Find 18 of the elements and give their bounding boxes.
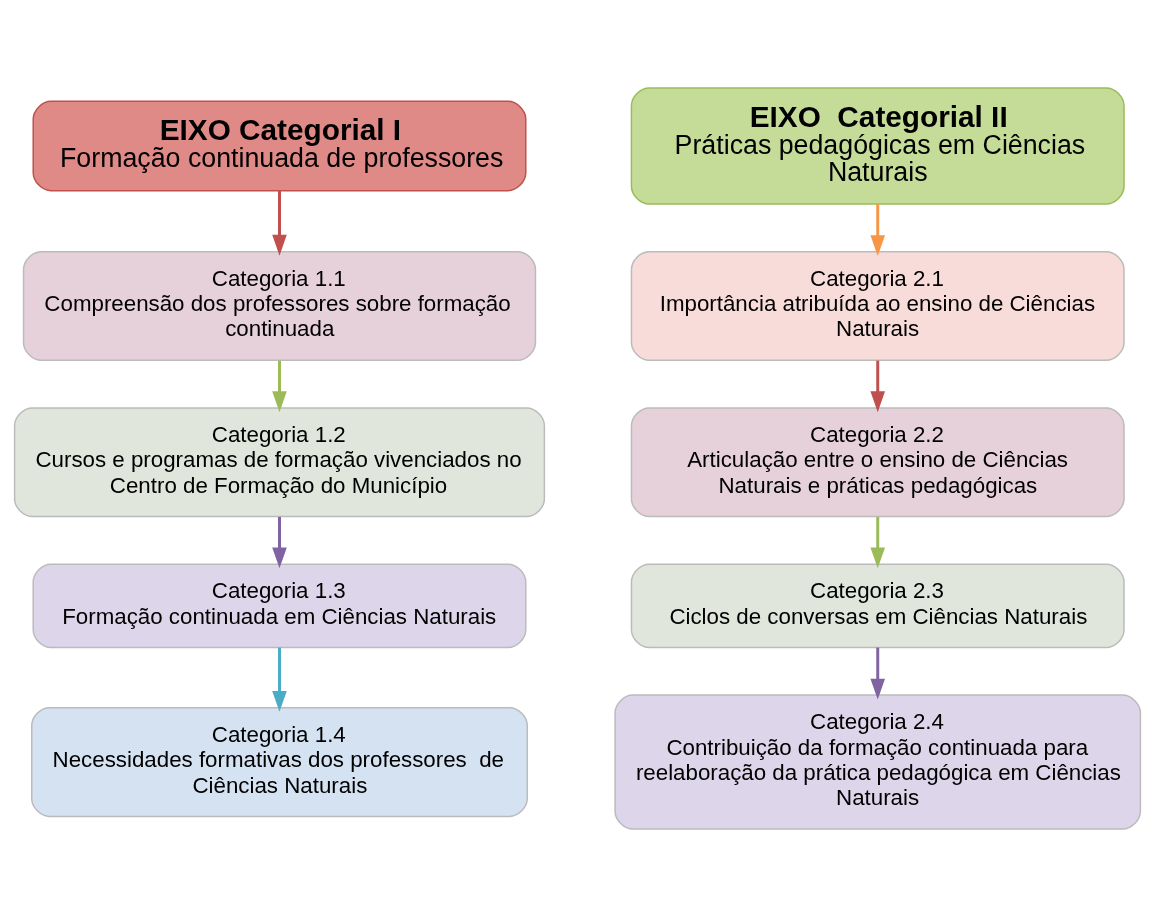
node-box: Categoria 1.1 Compreensão dos professores sobre formação continuada	[22, 250, 537, 361]
arrow	[272, 360, 287, 412]
node-box: Categoria 2.4 Contribuição da formação continuada para reelaboração da prática pedagógica em Ciências Naturais	[614, 693, 1142, 830]
node-box: Categoria 1.2 Cursos e programas de formação vivenciados no Centro de Formação do Município	[13, 406, 546, 517]
node-box: Categoria 1.4 Necessidades formativas dos professores de Ciências Naturais	[30, 706, 529, 817]
arrow	[272, 190, 287, 256]
arrow	[870, 647, 886, 700]
node-box: Categoria 1.3 Formação continuada em Ciências Naturais	[32, 562, 527, 648]
node-box: Categoria 2.2 Articulação entre o ensino de Ciências Naturais e práticas pedagógicas	[630, 406, 1125, 517]
node-box: EIXO Categorial I Formação continuada de professores	[32, 100, 527, 191]
arrow	[870, 516, 886, 568]
arrow	[870, 203, 886, 256]
arrow	[870, 360, 886, 412]
node-box: EIXO Categorial II Práticas pedagógicas em Ciências Naturais	[630, 86, 1125, 205]
arrow	[272, 516, 287, 568]
node-box: Categoria 2.1 Importância atribuída ao ensino de Ciências Naturais	[630, 250, 1125, 361]
node-box: Categoria 2.3 Ciclos de conversas em Ciências Naturais	[630, 562, 1125, 648]
arrow	[272, 647, 287, 712]
